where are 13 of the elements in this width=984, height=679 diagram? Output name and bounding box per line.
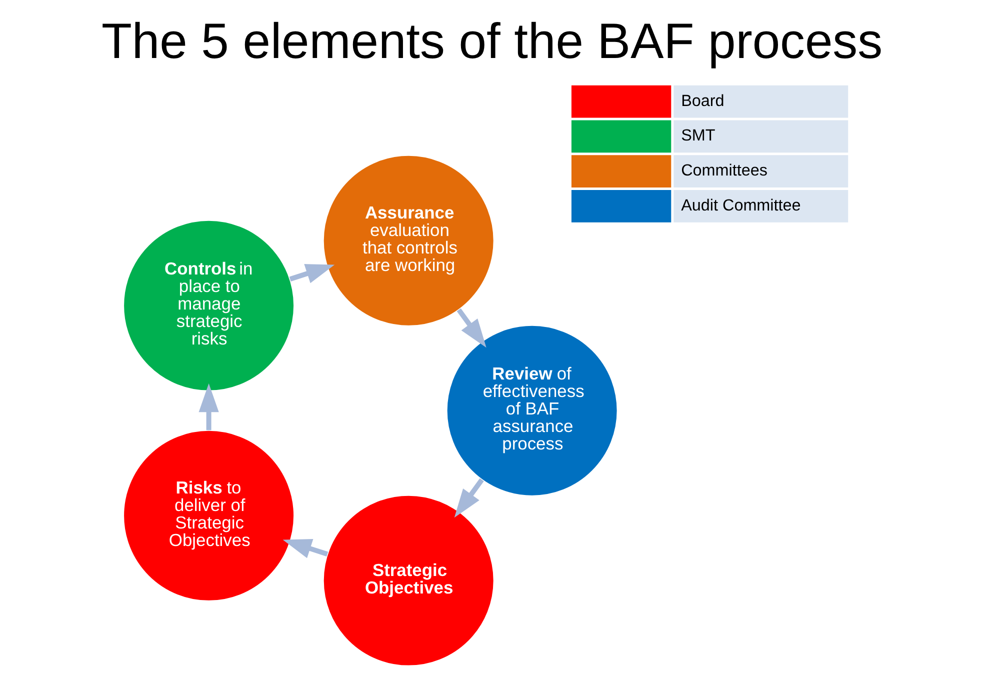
legend-label: SMT — [681, 126, 716, 145]
legend-label: Board — [681, 92, 724, 110]
arrow — [454, 478, 484, 518]
node-circle: Strategic Objectives — [322, 494, 495, 667]
arrow — [282, 539, 328, 558]
arrow — [198, 383, 219, 430]
legend-label: Audit Committee — [681, 196, 801, 214]
legend-label: Committees — [681, 162, 768, 180]
diagram-title: The 5 elements of the BAF process — [101, 12, 883, 69]
arrow — [289, 264, 335, 284]
arrow — [456, 308, 486, 348]
node-circle: Risks to deliver of Strategic Objectives — [122, 430, 295, 602]
node-circle: Controls in place to manage strategic risks — [122, 220, 295, 392]
